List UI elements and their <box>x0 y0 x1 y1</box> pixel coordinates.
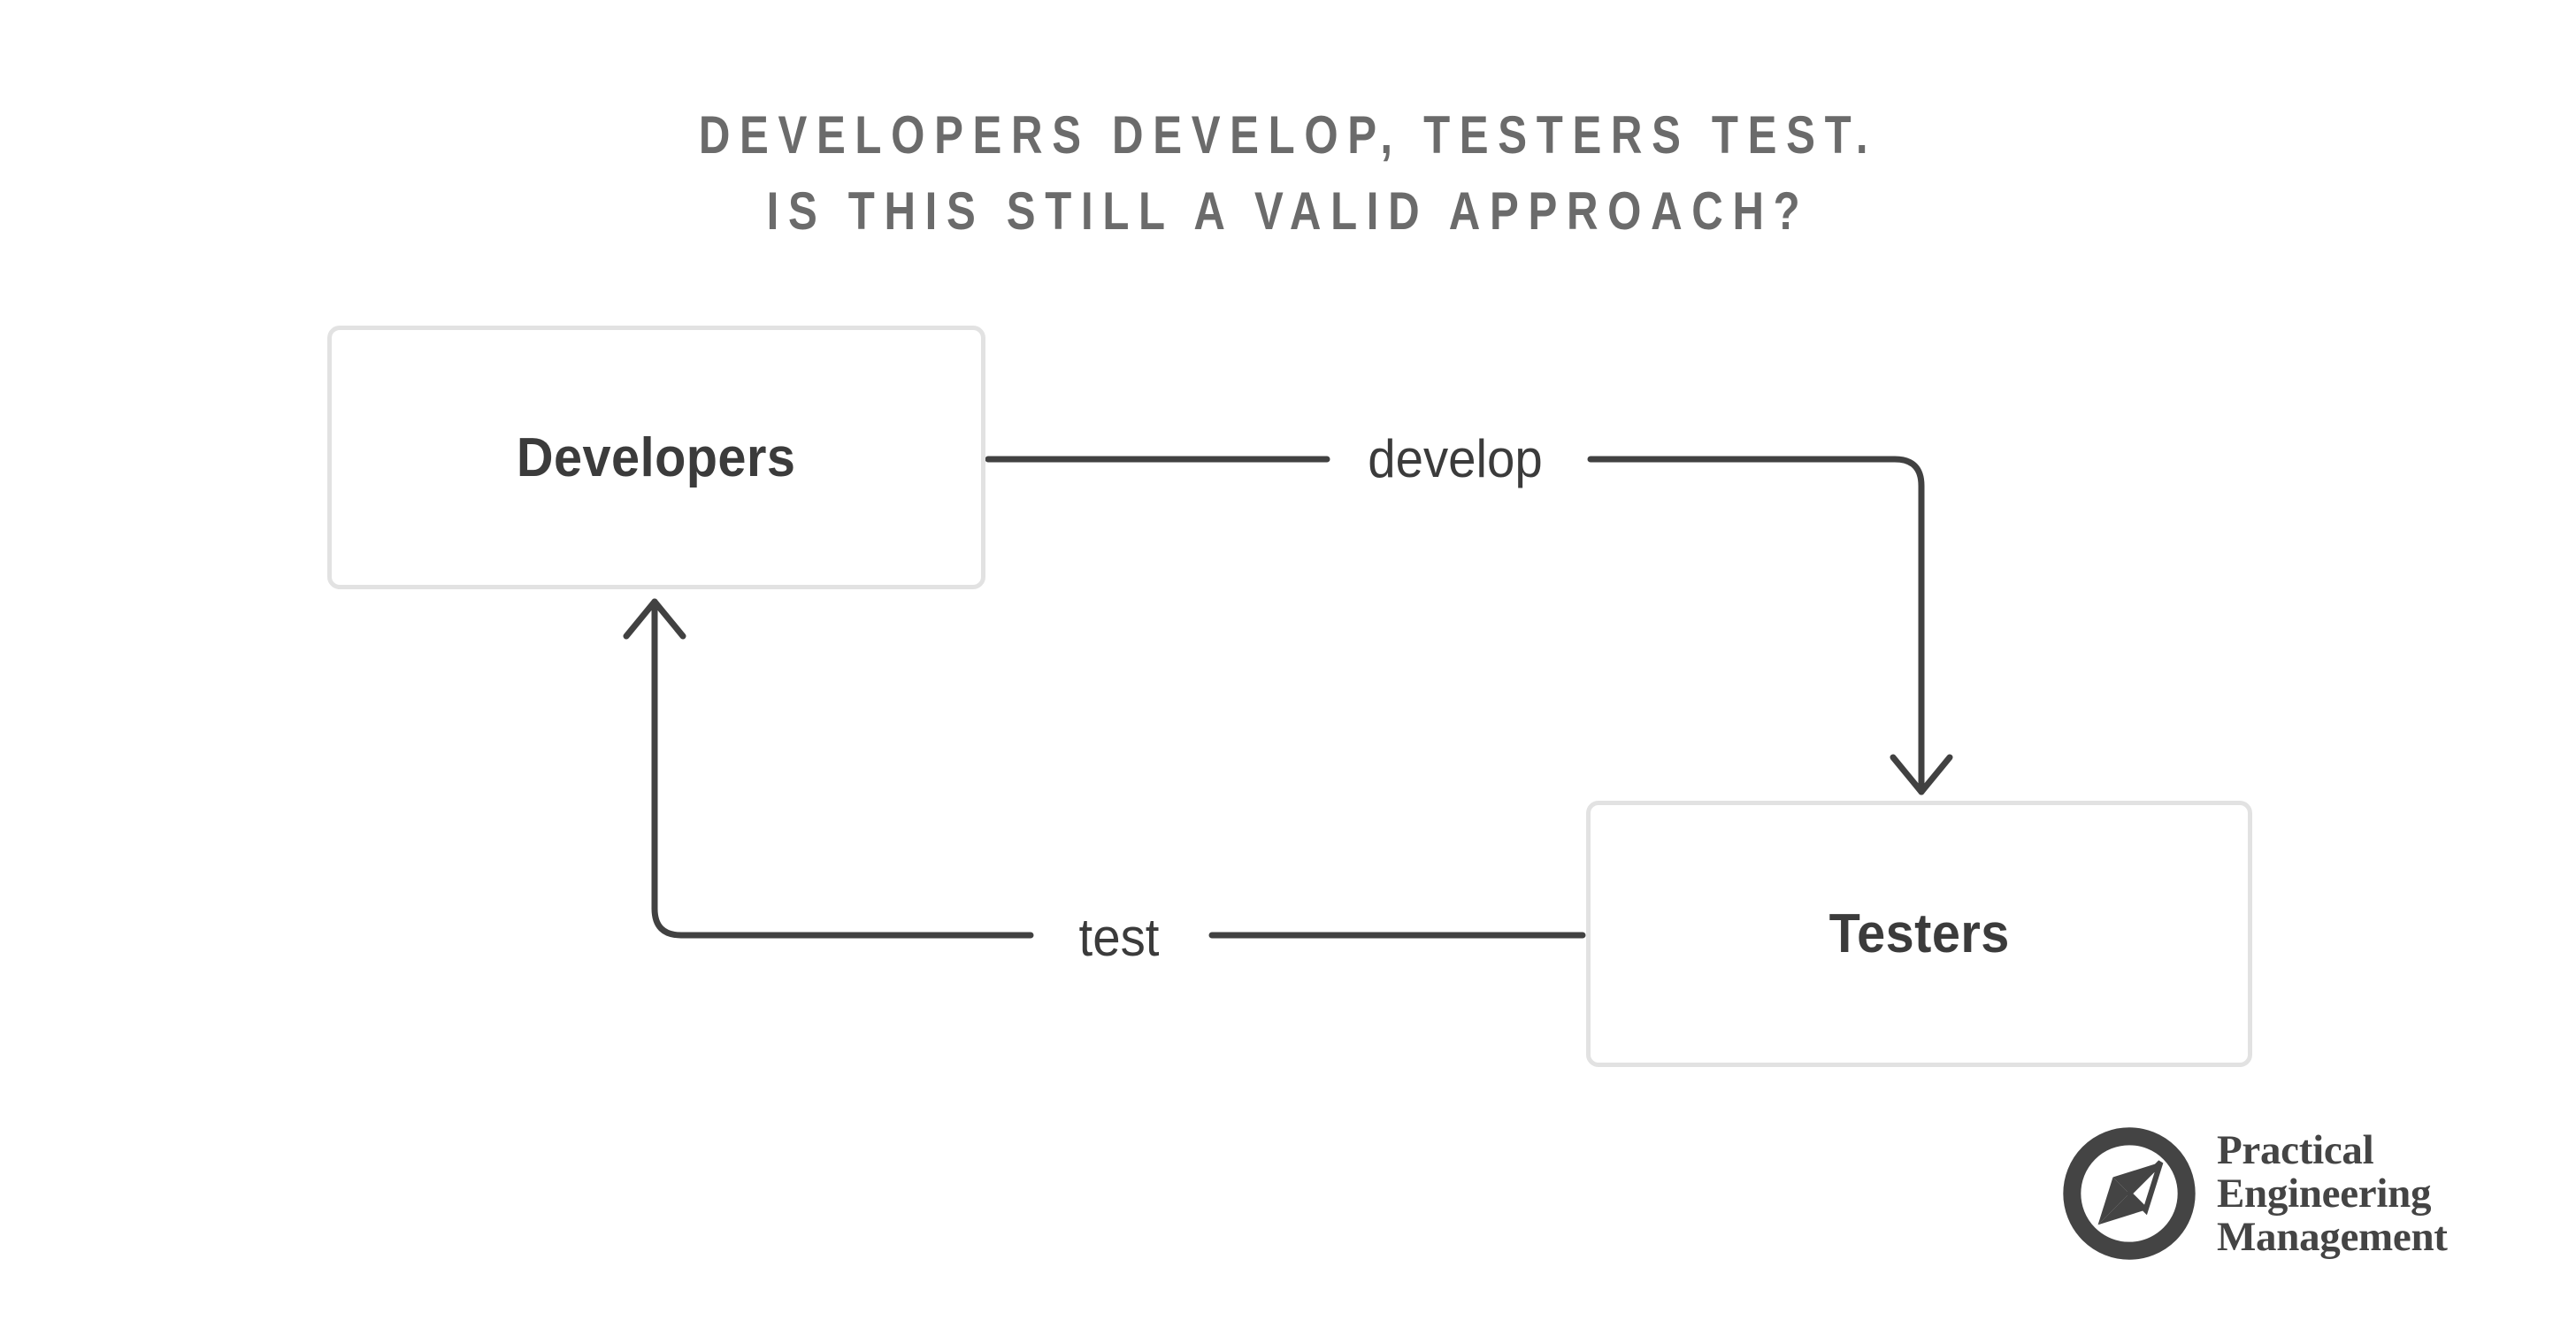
node-developers-label: Developers <box>517 426 796 488</box>
edge-develop-arrowhead-icon <box>1890 754 1953 795</box>
page-title-line-1: Developers develop, testers test. <box>698 105 1878 165</box>
node-testers-label: Testers <box>1828 903 2010 964</box>
edge-test-line-left <box>651 598 1034 939</box>
compass-icon <box>2063 1127 2196 1260</box>
page-title-line-2: Is this still a valid approach? <box>766 181 1810 241</box>
node-developers[interactable]: Developers <box>327 326 985 589</box>
edge-develop-line-right <box>1587 456 1925 795</box>
page-title: Developers develop, testers test. Is thi… <box>232 97 2344 250</box>
brand-wordmark: Practical Engineering Management <box>2217 1126 2448 1260</box>
node-testers[interactable]: Testers <box>1586 801 2252 1067</box>
brand-wordmark-line-1: Practical <box>2217 1126 2374 1173</box>
edge-label-develop: develop <box>1346 423 1565 495</box>
brand-logo: Practical Engineering Management <box>2061 1125 2448 1262</box>
brand-wordmark-line-2: Engineering <box>2217 1170 2432 1217</box>
brand-wordmark-line-3: Management <box>2217 1213 2448 1260</box>
edge-label-test: test <box>1057 902 1181 974</box>
edge-test-arrowhead-icon <box>623 598 686 640</box>
